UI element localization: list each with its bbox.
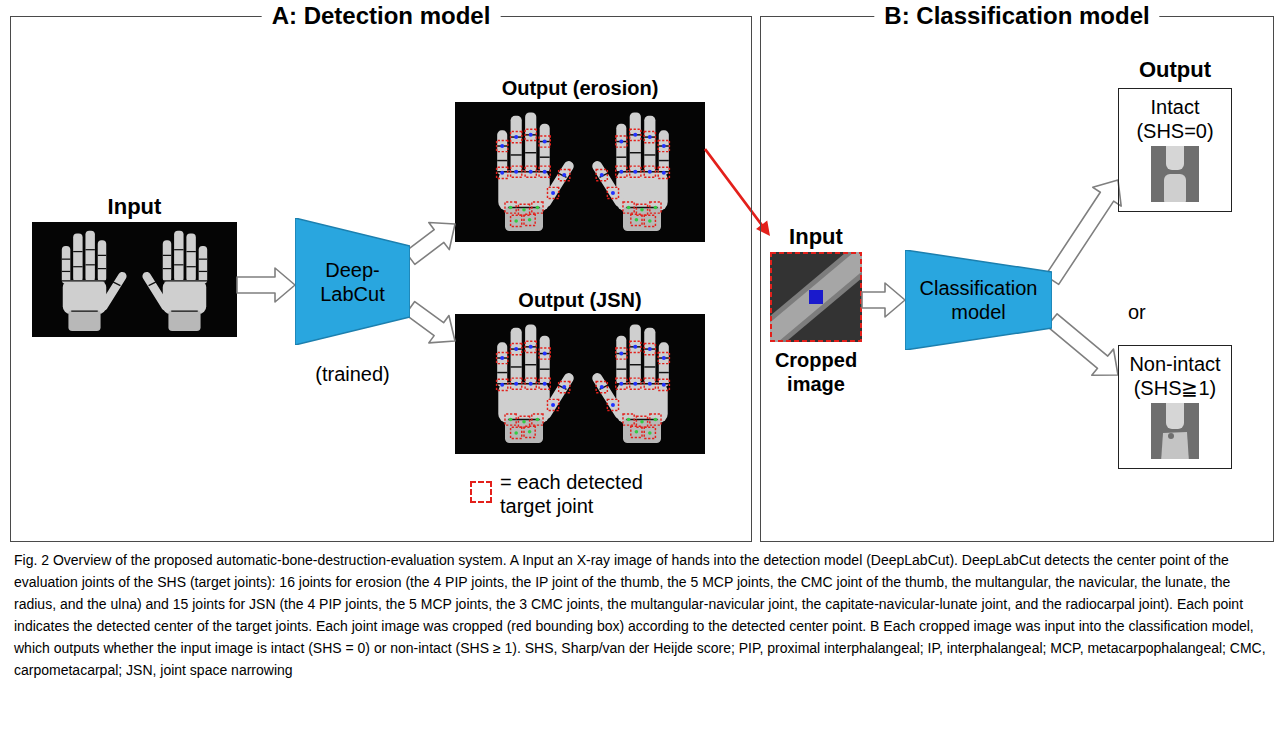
trapezoid-shape	[295, 218, 410, 345]
xray-image: Output (erosion)	[455, 74, 705, 242]
flow-arrow	[405, 302, 455, 343]
flow-arrow	[862, 283, 905, 317]
jsn-xray	[455, 314, 705, 454]
panel-frame: B: Classification modelInputCropped imag…	[760, 16, 1274, 542]
detection-network: Deep- LabCut	[295, 218, 410, 345]
nonintact-thumbnail	[1151, 397, 1199, 462]
panel-heading: A: Detection model	[262, 0, 501, 32]
thumbnail-area	[1123, 400, 1227, 462]
bone	[1161, 432, 1189, 459]
joint-marks	[596, 129, 669, 226]
thumbnail-area	[1123, 143, 1227, 205]
image-area	[32, 222, 237, 337]
image-area	[455, 314, 705, 454]
flow-arrow	[237, 268, 295, 302]
image-heading: Output (erosion)	[455, 74, 705, 102]
cropped-image: InputCropped image	[770, 222, 862, 396]
text-holder: Classification model	[905, 250, 1052, 350]
or-label: or	[1128, 300, 1168, 324]
legend-swatch	[470, 481, 492, 503]
image-heading: Input	[770, 222, 862, 252]
flow-arrow	[405, 222, 455, 264]
panel-frame: A: Detection modelInputDeep- LabCutOutpu…	[10, 16, 752, 542]
xray-ground	[455, 314, 705, 454]
output-box: Non-intact (SHS≧1)	[1118, 345, 1232, 469]
text-holder: Deep- LabCut	[295, 218, 410, 345]
bone	[1166, 403, 1184, 429]
cropped-xray	[753, 241, 880, 354]
input-xray	[32, 222, 237, 337]
output-label: Intact (SHS=0)	[1123, 95, 1227, 143]
bone	[770, 252, 862, 342]
center-point	[809, 290, 823, 304]
xray-image: Output (JSN)	[455, 286, 705, 454]
classification-network: Classification model	[905, 250, 1052, 350]
image-area	[455, 102, 705, 242]
xray-ground	[32, 222, 237, 337]
bone	[1164, 174, 1186, 202]
image-heading: Output (JSN)	[455, 286, 705, 314]
bone	[1166, 146, 1184, 170]
erosion	[1168, 433, 1174, 439]
intact-thumbnail	[1151, 140, 1199, 206]
image-heading: Cropped image	[770, 348, 862, 396]
network-label: Classification model	[911, 276, 1046, 324]
figure-caption: Fig. 2 Overview of the proposed automati…	[14, 549, 1270, 681]
network-shape	[905, 250, 1052, 350]
output-box: Intact (SHS=0)	[1118, 88, 1232, 212]
legend-text: = each detected target joint	[500, 470, 660, 518]
flow-arrow	[1045, 180, 1121, 284]
note-label: (trained)	[295, 362, 410, 386]
joint-marks	[497, 129, 570, 226]
crop-box	[771, 253, 861, 341]
panel-heading: B: Classification model	[874, 0, 1159, 32]
bone	[770, 252, 862, 342]
erosion-xray	[455, 102, 705, 242]
network-shape	[295, 218, 410, 345]
xray-image: Input	[32, 192, 237, 337]
trapezoid-shape	[905, 250, 1052, 350]
joint-marks	[497, 341, 570, 438]
image-area	[770, 252, 862, 342]
output-label: Non-intact (SHS≧1)	[1123, 352, 1227, 400]
network-label: Deep- LabCut	[308, 258, 398, 306]
xray-ground	[455, 102, 705, 242]
joint-marks	[596, 341, 669, 438]
hand-xray	[147, 231, 208, 331]
hand-xray	[62, 231, 123, 331]
output-heading: Output	[1118, 56, 1232, 84]
image-heading: Input	[32, 192, 237, 222]
flow-arrow	[1047, 314, 1118, 375]
